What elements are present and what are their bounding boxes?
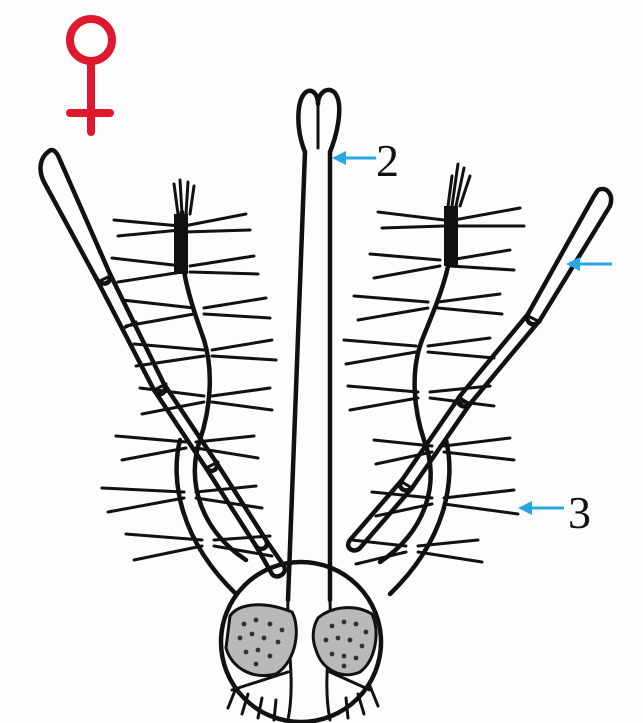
proboscis: [288, 90, 339, 600]
right-antenna: [344, 164, 524, 594]
label-3-arrow: [518, 501, 564, 515]
left-antenna: [102, 180, 276, 594]
right-compound-eye: [313, 608, 376, 675]
label-3: 3: [568, 487, 591, 538]
left-compound-eye: [226, 605, 296, 676]
female-symbol: ♀: [70, 19, 112, 132]
label-2-arrow: [332, 151, 376, 165]
label-2: 2: [376, 135, 399, 186]
